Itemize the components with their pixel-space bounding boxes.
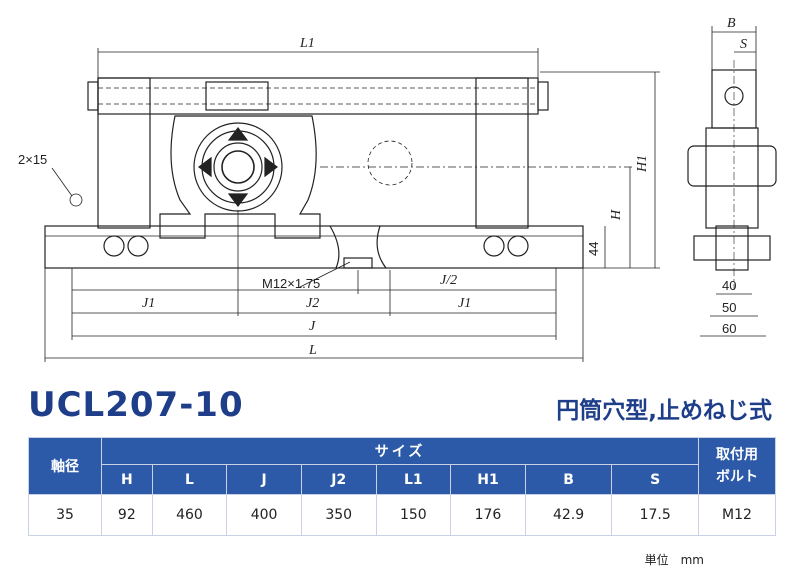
header-bolt: 取付用 ボルト (698, 437, 776, 495)
header-size: サイズ (101, 436, 699, 466)
col-header: B (524, 464, 613, 495)
label-hole-spec: 2×15 (18, 152, 47, 167)
base-plate (44, 225, 584, 269)
label-J2: J2 (306, 296, 319, 311)
label-44: 44 (586, 242, 601, 256)
right-end-column (475, 77, 529, 229)
col-header: J2 (300, 464, 377, 495)
label-H: H (609, 209, 624, 221)
col-header: L (151, 464, 228, 495)
col-header: H1 (450, 464, 526, 495)
unit-label: 単位 mm (644, 553, 704, 567)
label-S: S (740, 37, 747, 52)
label-40: 40 (722, 278, 736, 293)
cell-value: 17.5 (611, 494, 699, 536)
label-J1-right: J1 (458, 296, 471, 311)
cell-value: 400 (226, 494, 302, 536)
header-bolt-line1: 取付用 (716, 447, 758, 463)
cell-value: 42.9 (524, 494, 613, 536)
label-60: 60 (722, 321, 736, 336)
col-header: H (101, 464, 153, 495)
label-thread-spec: M12×1.75 (262, 276, 320, 291)
cell-value: 460 (151, 494, 228, 536)
model-title: UCL207-10 (28, 385, 244, 425)
col-header: S (611, 464, 699, 495)
label-J: J (309, 319, 316, 334)
header-shaft: 軸径 (28, 437, 102, 495)
label-50: 50 (722, 300, 736, 315)
type-title: 円筒穴型,止めねじ式 (556, 398, 772, 424)
cell-shaft: 35 (28, 494, 102, 536)
cell-bolt: M12 (698, 494, 776, 536)
cell-value: 92 (101, 494, 153, 536)
label-J1-left: J1 (142, 296, 155, 311)
cell-value: 176 (450, 494, 526, 536)
label-H1: H1 (635, 155, 650, 173)
spec-table: 軸径 サイズ 取付用 ボルト H L J J2 L1 H1 B S 35 92 … (28, 436, 776, 536)
header-bolt-line2: ボルト (716, 469, 758, 485)
label-L1: L1 (299, 36, 315, 51)
table-row: 35 92 460 400 350 150 176 42.9 17.5 M12 (28, 494, 776, 536)
cell-value: 350 (300, 494, 377, 536)
cell-value: 150 (375, 494, 452, 536)
col-header: L1 (375, 464, 452, 495)
frame-rail (97, 77, 539, 115)
technical-drawing: L1 J1 J2 J1 J/2 J L H H1 44 2×15 M12×1.7… (18, 16, 777, 362)
col-header: J (226, 464, 302, 495)
label-B: B (727, 16, 736, 31)
label-J-half: J/2 (440, 273, 457, 288)
left-end-column (97, 77, 151, 229)
bearing-housing (159, 115, 321, 239)
side-view (687, 60, 777, 290)
label-L: L (308, 343, 317, 358)
